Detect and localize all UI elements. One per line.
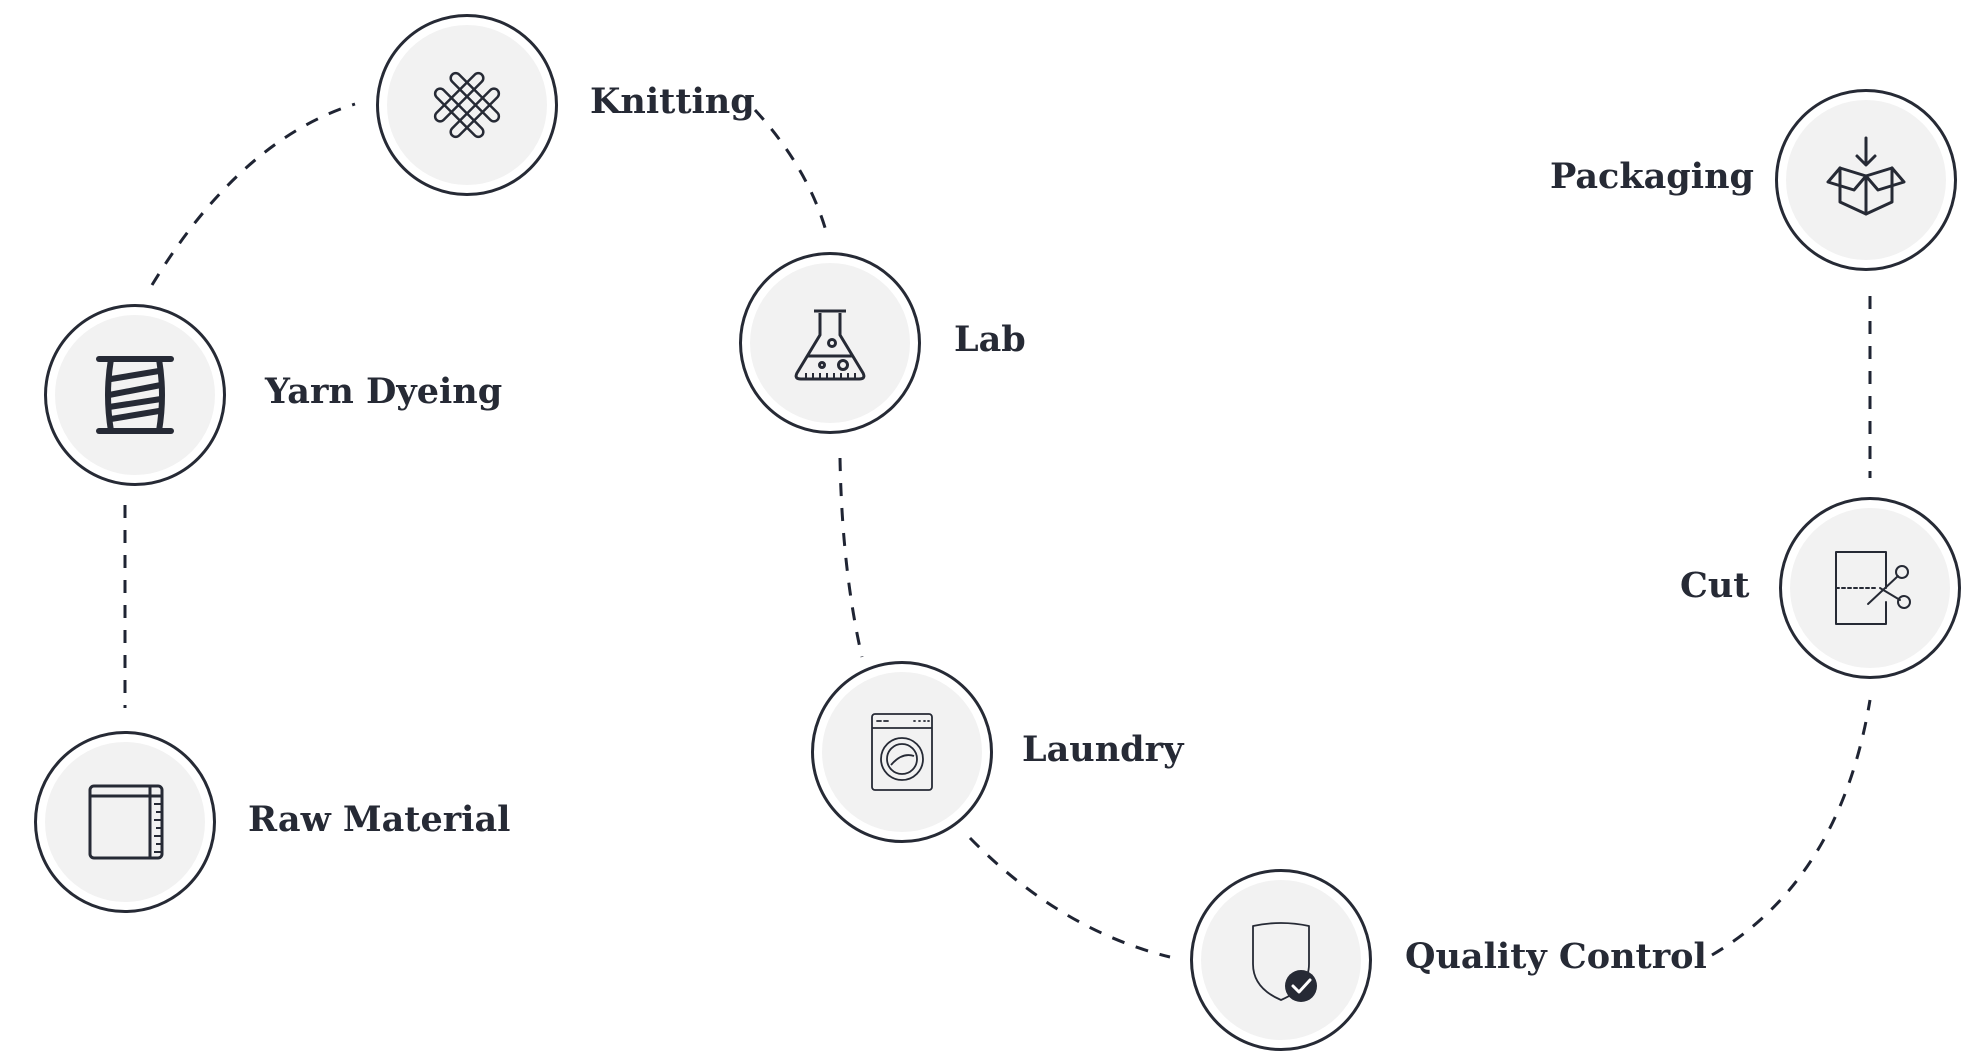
label-laundry: Laundry (1022, 729, 1184, 770)
node-laundry (811, 661, 993, 843)
connector-knitting-to-lab (753, 108, 830, 239)
node-packaging-inner (1786, 100, 1946, 260)
node-yarn-dyeing-inner (55, 315, 215, 475)
connector-lab-to-laundry (838, 457, 864, 658)
node-yarn-dyeing (44, 304, 226, 486)
label-yarn-dyeing: Yarn Dyeing (265, 371, 503, 412)
box-download-icon (1826, 136, 1906, 216)
node-raw-material-inner (45, 742, 205, 902)
connector-yarn-dyeing-to-knitting (150, 102, 356, 286)
node-knitting (376, 14, 558, 196)
node-cut-inner (1790, 508, 1950, 668)
node-knitting-inner (387, 25, 547, 185)
node-lab-inner (750, 263, 910, 423)
label-cut: Cut (1680, 565, 1750, 606)
shield-check-icon (1252, 922, 1317, 1002)
yarn-spool-icon (96, 356, 174, 434)
node-raw-material (34, 731, 216, 913)
label-quality-control: Quality Control (1405, 936, 1707, 977)
node-cut (1779, 497, 1961, 679)
woven-knit-icon (433, 71, 501, 139)
label-knitting: Knitting (590, 81, 755, 122)
node-packaging (1775, 89, 1957, 271)
label-packaging: Packaging (1550, 156, 1754, 197)
washing-machine-icon (871, 713, 933, 791)
scissors-cut-icon (1835, 551, 1911, 625)
node-quality-control-inner (1201, 880, 1361, 1040)
connector-quality-control-to-cut (1711, 699, 1872, 957)
node-laundry-inner (822, 672, 982, 832)
connector-laundry-to-quality-control (968, 836, 1171, 959)
lab-flask-icon (794, 309, 866, 381)
fabric-roll-icon (88, 784, 164, 860)
node-lab (739, 252, 921, 434)
node-quality-control (1190, 869, 1372, 1051)
label-raw-material: Raw Material (248, 799, 511, 840)
label-lab: Lab (954, 319, 1026, 360)
